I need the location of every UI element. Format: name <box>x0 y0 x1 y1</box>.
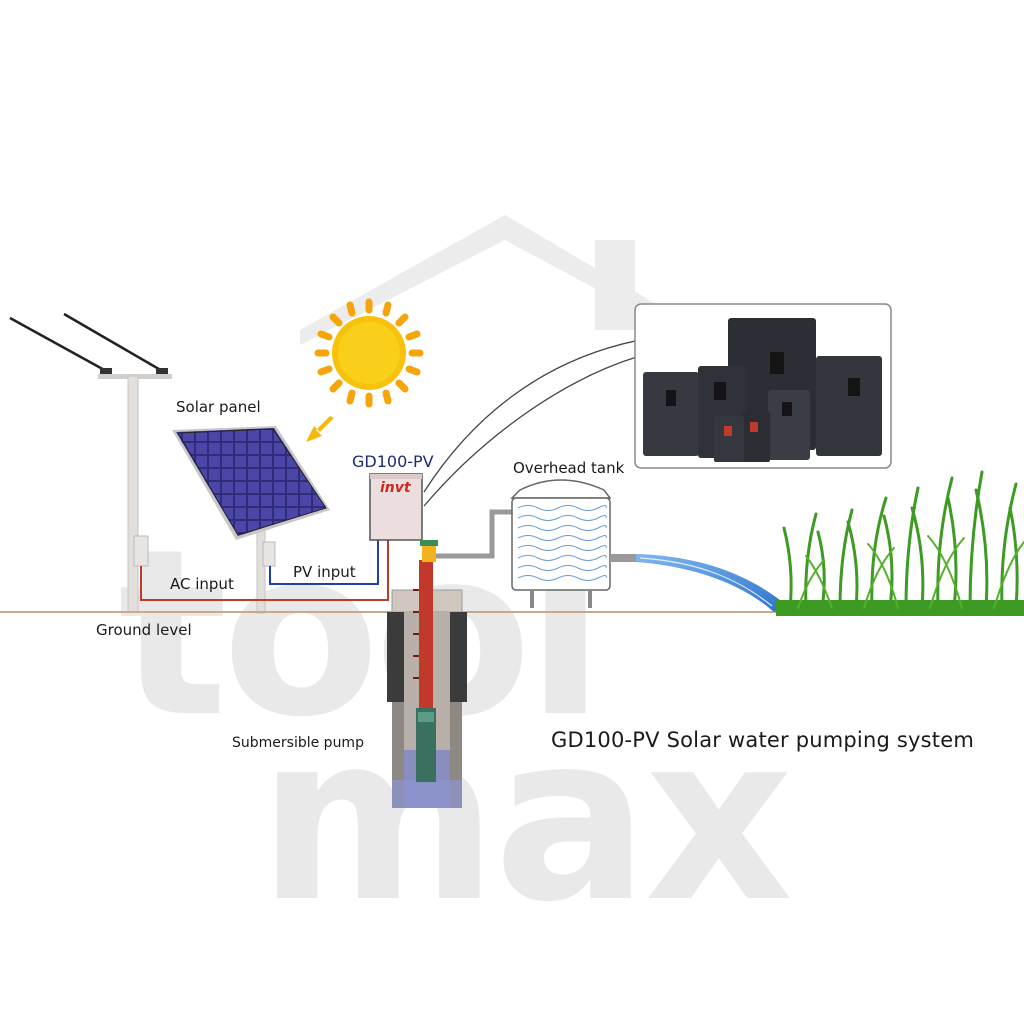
label-controller-model: GD100-PV <box>352 452 434 471</box>
label-controller-brand: invt <box>380 480 411 496</box>
ac-wire <box>140 540 389 601</box>
overhead-tank <box>510 479 612 608</box>
sun-icon <box>314 298 424 408</box>
label-overhead-tank: Overhead tank <box>513 459 625 477</box>
inverter-inset <box>634 303 892 469</box>
solar-panel <box>172 426 330 540</box>
label-pv-input: PV input <box>293 563 356 581</box>
callout-lines <box>423 339 641 507</box>
grass-field <box>776 470 1024 616</box>
water-outflow <box>610 554 790 612</box>
label-submersible-pump: Submersible pump <box>232 735 364 751</box>
label-solar-panel: Solar panel <box>176 398 261 416</box>
controller-box <box>369 473 423 541</box>
label-ac-input: AC input <box>170 575 234 593</box>
diagram-caption: GD100-PV Solar water pumping system <box>551 728 975 752</box>
watermark-text-max: max <box>258 686 793 953</box>
delivery-pipe <box>420 509 512 562</box>
pv-wire <box>269 540 379 585</box>
label-ground-level: Ground level <box>96 621 192 639</box>
power-line <box>9 312 172 379</box>
sun-arrow-icon <box>306 416 334 442</box>
submersible-pump <box>413 560 436 782</box>
utility-pole <box>127 375 149 613</box>
